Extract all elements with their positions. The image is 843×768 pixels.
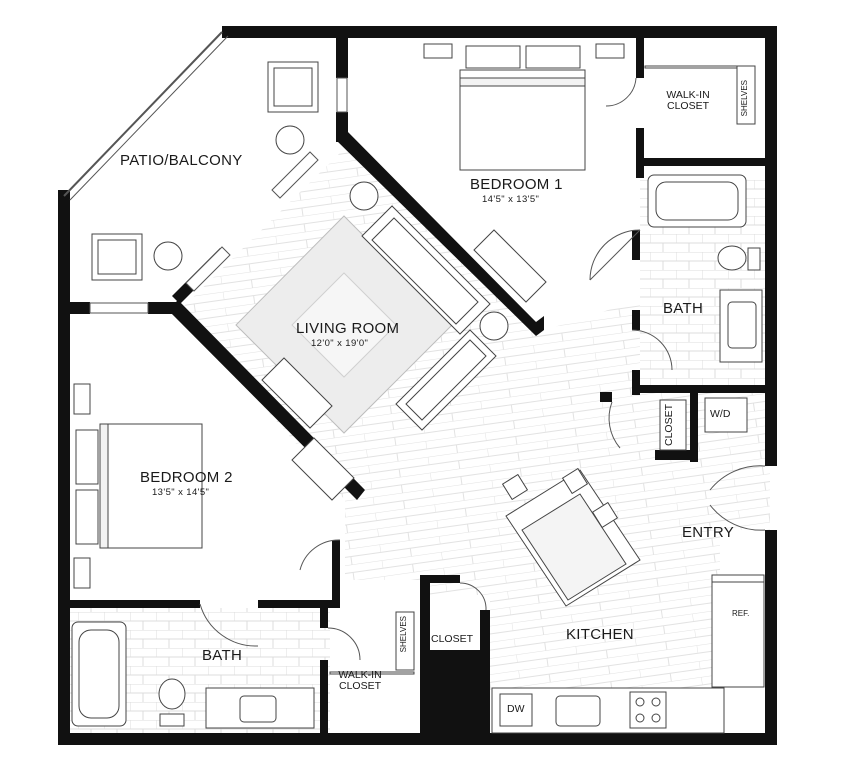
bedroom1-label: BEDROOM 1 — [470, 176, 563, 193]
patio-furniture — [91, 61, 319, 281]
washer-dryer-label: W/D — [710, 408, 731, 420]
bath2-label: BATH — [202, 647, 243, 664]
shelves-top-label: SHELVES — [740, 80, 749, 117]
shelves-bottom-label: SHELVES — [399, 616, 408, 653]
refrigerator-label: REF. — [732, 609, 750, 618]
kitchen-label: KITCHEN — [566, 626, 634, 643]
hall-closet-label: CLOSET — [663, 404, 675, 447]
bath1-label: BATH — [663, 300, 704, 317]
kitchen-counters — [491, 574, 765, 734]
windows — [89, 77, 348, 314]
walk-in-closet-1-label: WALK-IN CLOSET — [666, 89, 710, 113]
bedroom1-size: 14'5" x 13'5" — [482, 194, 540, 205]
utility-fixtures — [659, 397, 748, 451]
living-furniture — [261, 181, 547, 501]
closet-1-fixtures — [644, 65, 756, 125]
living-room-size: 12'0" x 19'0" — [311, 338, 369, 349]
patio-label: PATIO/BALCONY — [120, 152, 243, 169]
walls — [58, 26, 777, 745]
walk-in-closet-2-label: WALK-IN CLOSET — [338, 669, 382, 693]
kitchen-closet-label: CLOSET — [431, 633, 474, 645]
kitchen-island — [501, 467, 641, 607]
bedroom2-label: BEDROOM 2 — [140, 469, 233, 486]
bedroom2-size: 13'5" x 14'5" — [152, 487, 210, 498]
bath-2-fixtures — [71, 621, 315, 729]
bed-2 — [73, 383, 203, 589]
patio-railing — [63, 31, 229, 201]
closet-2-fixtures — [329, 611, 415, 675]
entry-label: ENTRY — [682, 524, 735, 541]
living-room-label: LIVING ROOM — [296, 320, 400, 337]
bath-1-fixtures — [647, 174, 763, 363]
bed-1 — [423, 43, 625, 171]
dishwasher-label: DW — [507, 703, 525, 715]
door-swings — [199, 77, 766, 661]
